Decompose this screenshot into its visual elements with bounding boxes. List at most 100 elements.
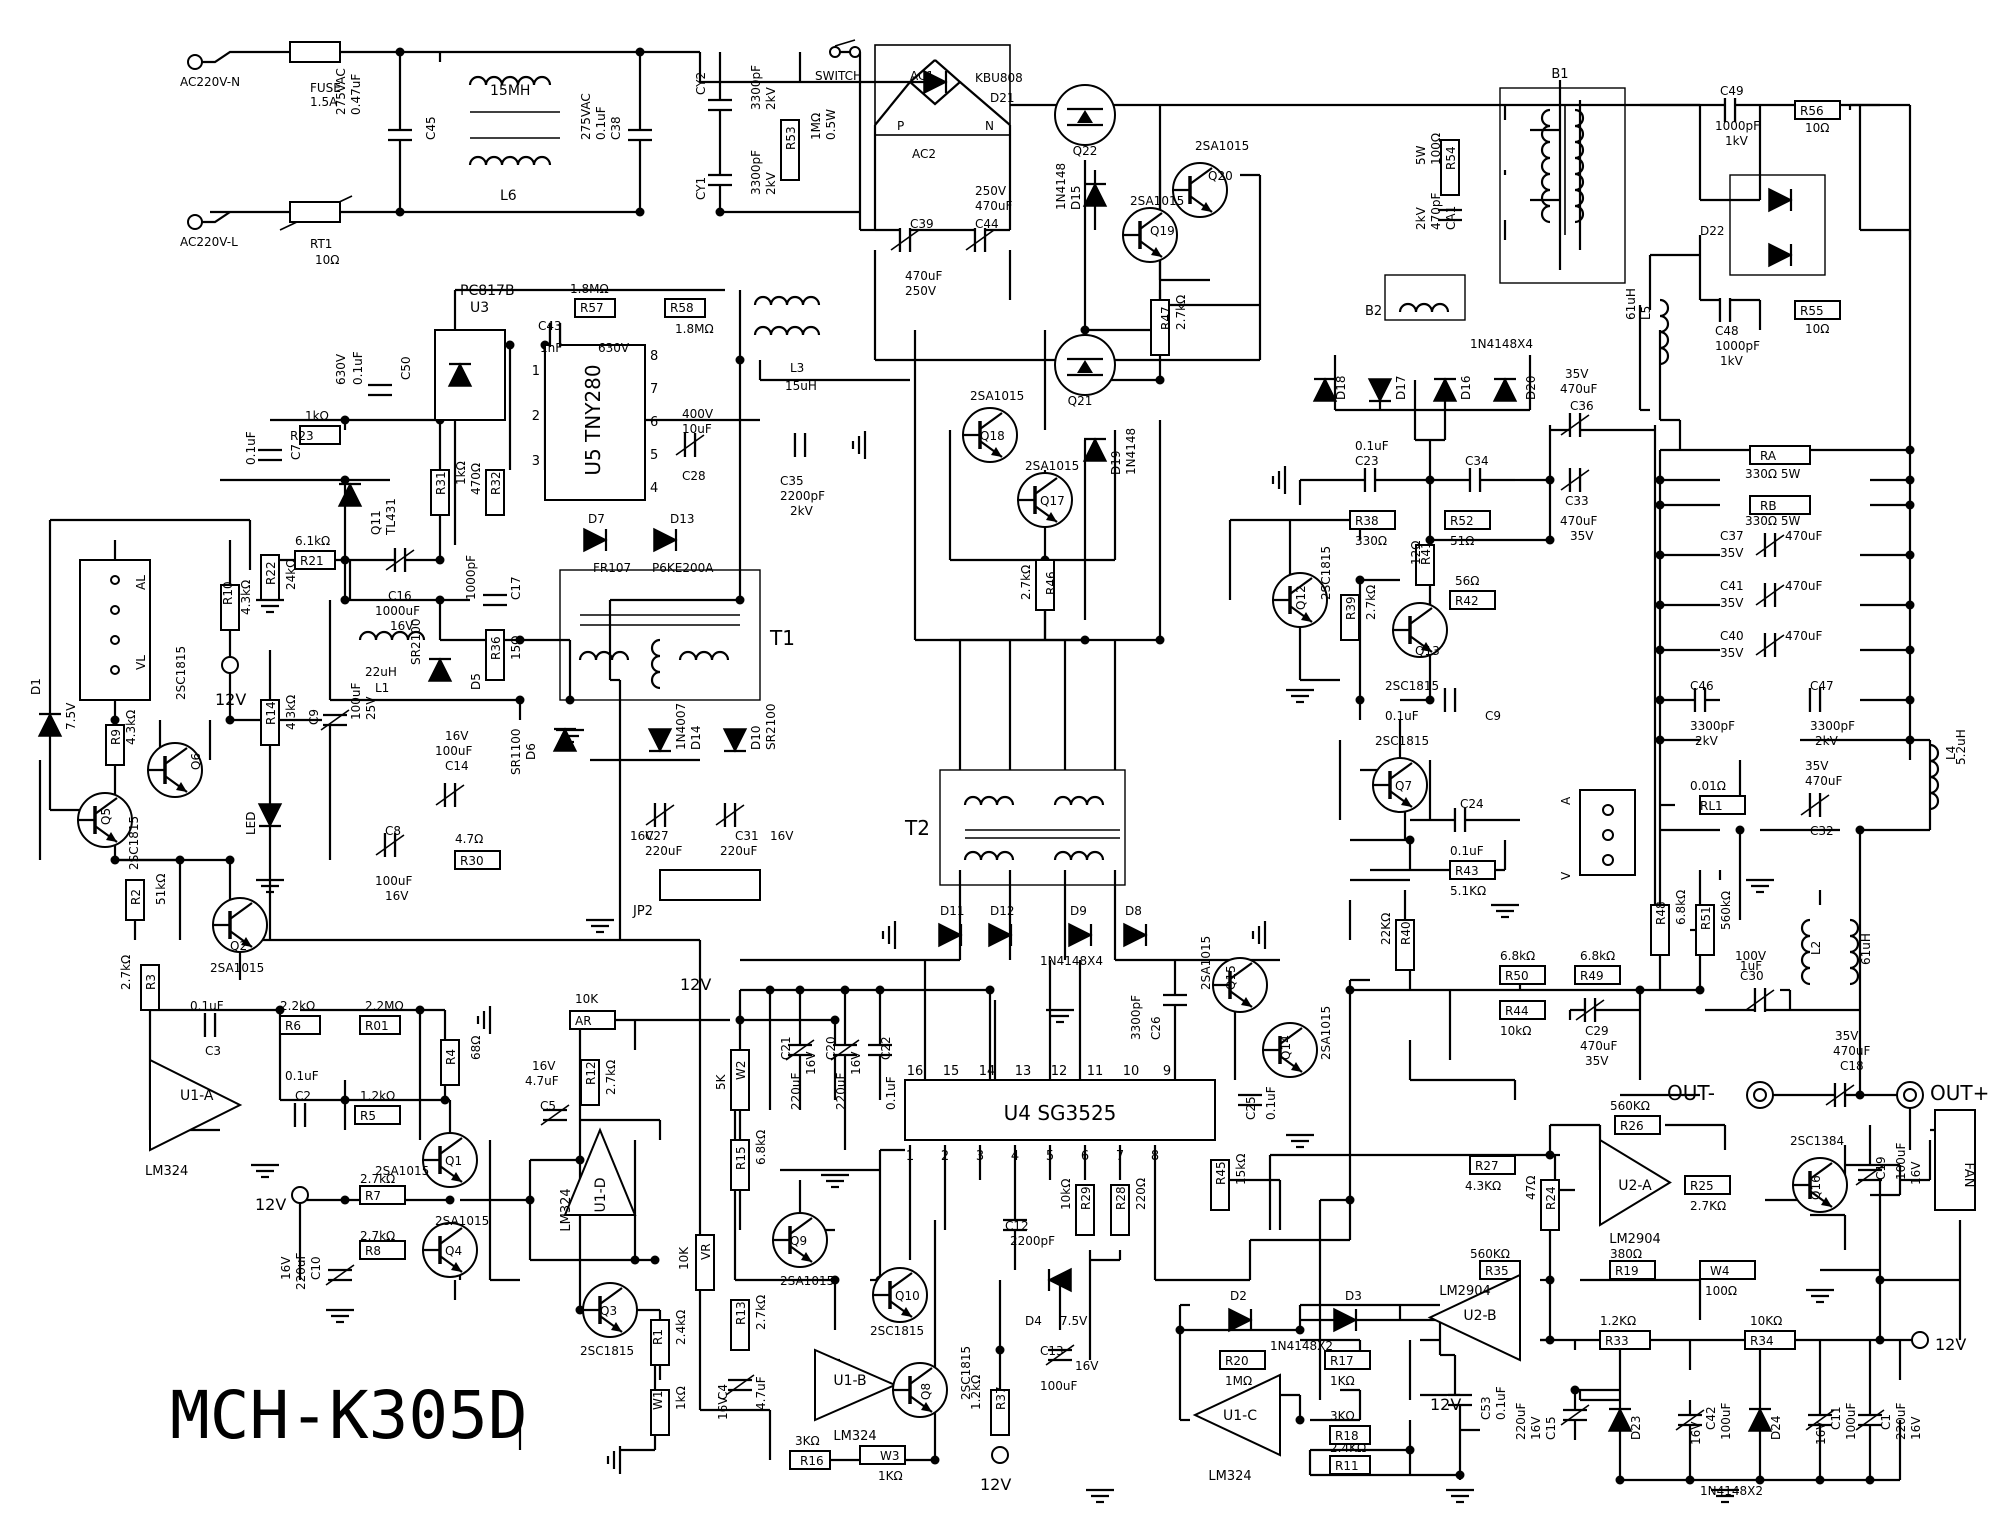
label-c23_v: 0.1uF (1355, 439, 1389, 453)
igbt-q21 (1054, 334, 1116, 396)
junction-dot (1855, 825, 1865, 835)
label-r22: R22 (264, 561, 278, 585)
electrolytic-mark (965, 229, 995, 251)
switch-contact (829, 46, 841, 58)
label-c12_v: 2200pF (1010, 1234, 1055, 1248)
label-r13_v: 2.7kΩ (754, 1295, 768, 1330)
label-q3_p: 2SC1815 (580, 1344, 634, 1358)
capacitor-c45 (387, 128, 413, 142)
label-c7: C7 (289, 444, 303, 460)
diode-d13 (653, 527, 678, 553)
label-q14_p: 2SA1015 (1319, 1006, 1333, 1060)
label-c48_v: 1000pF (1715, 339, 1760, 353)
label-c13_v2: 100uF (1040, 1379, 1078, 1393)
label-d16: D16 (1459, 375, 1473, 400)
label-ca1_v2: 2kV (1414, 206, 1428, 230)
label-r18: R18 (1335, 1429, 1359, 1443)
label-q7: Q7 (1395, 779, 1412, 793)
junction-dot (435, 595, 445, 605)
label-cy2_v: 3300pF (749, 65, 763, 110)
junction-dot (1405, 835, 1415, 845)
label-d18: D18 (1334, 375, 1348, 400)
label-l1: L1 (375, 681, 389, 695)
switch-contact (849, 46, 861, 58)
label-q10: Q10 (895, 1289, 920, 1303)
label-q6: Q6 (189, 753, 203, 770)
label-c16_v: 1000uF (375, 604, 420, 618)
label-d17: D17 (1394, 375, 1408, 400)
fan-connector (1934, 1109, 1976, 1211)
b2-winding (1398, 302, 1450, 313)
junction-dot (1905, 550, 1915, 560)
resistor-r8 (359, 1240, 406, 1260)
pin-number: 15 (943, 1064, 960, 1079)
transistor-q12 (1272, 572, 1328, 628)
inductor-l4 (1929, 743, 1940, 811)
label-c22_v: 0.1uF (884, 1076, 898, 1110)
junction-dot (1655, 645, 1665, 655)
inductor-l2b (1849, 918, 1860, 986)
opamp-u1-c (1192, 1373, 1281, 1457)
resistor-r58 (664, 298, 706, 318)
label-l4_v: 5.2uH (1954, 729, 1968, 765)
resistor-r7 (359, 1185, 406, 1205)
label-r14_v: 4.3kΩ (284, 695, 298, 730)
label-c12: C12 (1005, 1219, 1029, 1233)
label-d12: D12 (990, 904, 1015, 918)
junction-dot (1655, 600, 1665, 610)
resistor-r14 (260, 699, 280, 746)
label-rl1_v: 0.01Ω (1690, 779, 1726, 793)
electrolytic-mark (1755, 584, 1785, 606)
resistor-r35 (1479, 1260, 1521, 1280)
label-c50_v2: 0.1uF (351, 351, 365, 385)
junction-dot (1815, 1475, 1825, 1485)
label-r2_v: 51kΩ (154, 874, 168, 905)
transistor-q5 (77, 792, 133, 848)
label-c32: C32 (1810, 824, 1834, 838)
label-d13: P6KE200A (652, 561, 714, 575)
label-ra_v: 330Ω 5W (1745, 467, 1801, 481)
label-vl: VL (134, 655, 148, 670)
junction-dot (630, 1255, 640, 1265)
label-l1_v: 22uH (365, 665, 397, 679)
label-d14_p: 1N4007 (674, 703, 688, 750)
label-q12: Q12 (1294, 585, 1308, 610)
label-r34_v: 10KΩ (1750, 1314, 1782, 1328)
resistor-r18 (1329, 1425, 1371, 1445)
label-c35_v: 2200pF (780, 489, 825, 503)
resistor-r11 (1329, 1455, 1371, 1475)
label-d5_p: SR2100 (409, 619, 423, 666)
label-c48: C48 (1715, 324, 1739, 338)
label-r43: R43 (1455, 864, 1479, 878)
electrolytic-mark (785, 1039, 815, 1061)
junction-dot (930, 1455, 940, 1465)
label-d4: D4 (1025, 1314, 1042, 1328)
label-c41: C41 (1720, 579, 1744, 593)
junction-dot (1545, 475, 1555, 485)
resistor-r4 (440, 1039, 460, 1086)
label-r42_v: 56Ω (1455, 574, 1479, 588)
label-w3: W3 (880, 1449, 900, 1463)
connector-pin (1602, 854, 1614, 866)
label-c31_v: 16V (770, 829, 794, 843)
junction-dot (995, 1345, 1005, 1355)
label-c17_v: 1000pF (464, 555, 478, 600)
junction-dot (1080, 635, 1090, 645)
label-q21: Q21 (1068, 394, 1093, 408)
jumper-jp2 (659, 869, 761, 901)
capacitor-c50 (367, 383, 393, 397)
junction-dot (840, 985, 850, 995)
junction-dot (1905, 645, 1915, 655)
label-d21: D21 (990, 91, 1015, 105)
junction-dot (515, 695, 525, 705)
label-r50: R50 (1505, 969, 1529, 983)
port-out-plus: OUT+ (1930, 1081, 1989, 1105)
label-aa: A (1559, 796, 1573, 805)
opamp-u2a-part: LM2904 (1609, 1232, 1661, 1247)
label-r16: R16 (800, 1454, 824, 1468)
label-c50: C50 (399, 356, 413, 380)
label-r26: R26 (1620, 1119, 1644, 1133)
junction-dot (1635, 985, 1645, 995)
resistor-r45 (1210, 1159, 1230, 1211)
junction-dot (650, 1255, 660, 1265)
